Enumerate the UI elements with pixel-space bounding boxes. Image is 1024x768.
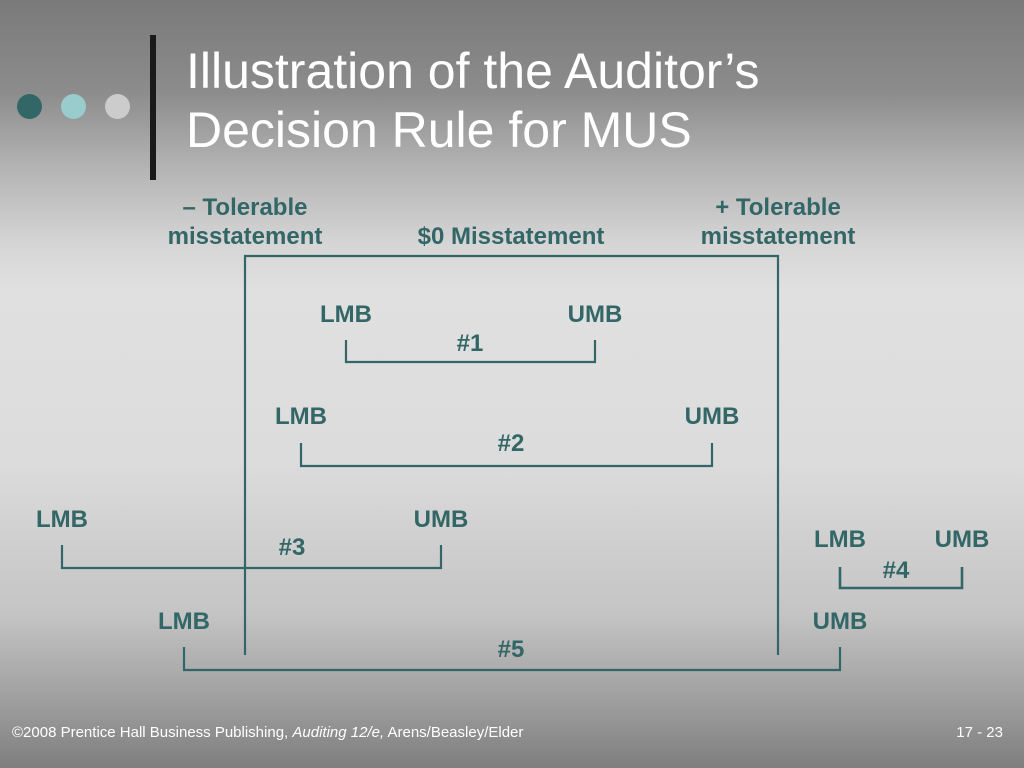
case-5-id-label: #5 <box>498 636 525 663</box>
decorative-dots <box>17 94 132 120</box>
zero-misstatement-label: $0 Misstatement <box>418 223 605 250</box>
title-line-2: Decision Rule for MUS <box>186 102 692 158</box>
dot-light <box>61 94 86 119</box>
slide-title: Illustration of the Auditor’s Decision R… <box>186 42 986 160</box>
plus-tolerable-label-2: misstatement <box>701 223 856 250</box>
case-2-id-label: #2 <box>498 430 525 457</box>
footer-copyright: ©2008 Prentice Hall Business Publishing, <box>12 724 289 741</box>
tolerable-range-boundary <box>243 254 780 655</box>
case-4-bracket <box>838 567 964 590</box>
footer-authors: Arens/Beasley/Elder <box>387 724 524 741</box>
case-5-lmb-label: LMB <box>158 608 210 635</box>
case-1-umb-label: UMB <box>568 301 623 328</box>
minus-tolerable-label-1: – Tolerable <box>183 194 308 221</box>
case-3-lmb-label: LMB <box>36 506 88 533</box>
case-3-umb-label: UMB <box>414 506 469 533</box>
page-number: 17 - 23 <box>956 724 1003 741</box>
case-3-bracket <box>60 545 443 570</box>
footer-book: Auditing 12/e, <box>292 724 385 741</box>
case-5-bracket <box>182 647 842 672</box>
title-divider <box>150 35 156 180</box>
case-5-umb-label: UMB <box>813 608 868 635</box>
plus-tolerable-label-1: + Tolerable <box>715 194 841 221</box>
case-3-id-label: #3 <box>279 534 306 561</box>
case-1-bracket <box>344 340 597 364</box>
case-2-umb-label: UMB <box>685 403 740 430</box>
case-4-umb-label: UMB <box>935 526 990 553</box>
case-2-bracket <box>299 443 714 468</box>
case-1-id-label: #1 <box>457 330 484 357</box>
case-2-lmb-label: LMB <box>275 403 327 430</box>
minus-tolerable-label-2: misstatement <box>168 223 323 250</box>
case-4-id-label: #4 <box>883 557 910 584</box>
case-4-lmb-label: LMB <box>814 526 866 553</box>
case-1-lmb-label: LMB <box>320 301 372 328</box>
dot-dark <box>17 94 42 119</box>
title-line-1: Illustration of the Auditor’s <box>186 43 760 99</box>
dot-gray <box>105 94 130 119</box>
footer-citation: ©2008 Prentice Hall Business Publishing,… <box>12 724 523 741</box>
